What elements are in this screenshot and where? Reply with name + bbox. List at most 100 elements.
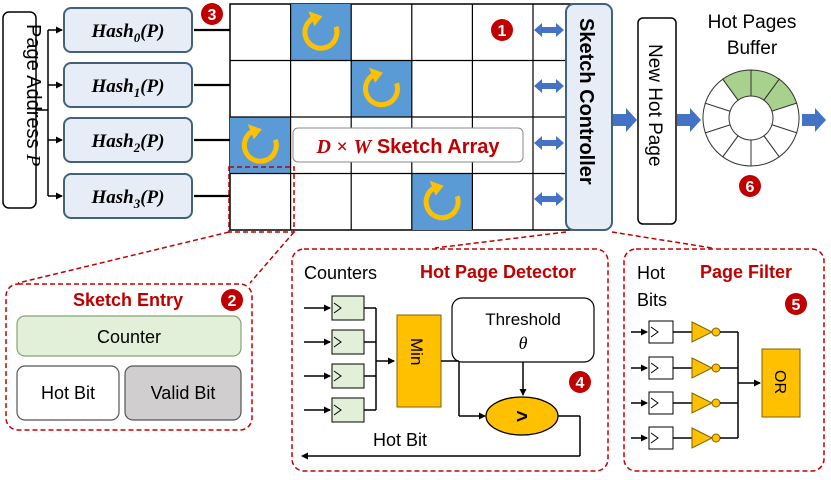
page-address-box: Page Address P [2, 11, 44, 209]
dashed-connectors [17, 166, 713, 284]
counter-clock-1 [333, 336, 342, 348]
hot-bits-label-1: Hot [637, 263, 665, 283]
detector-link [434, 231, 567, 249]
detector-hot-bit-label: Hot Bit [373, 430, 427, 450]
step-badge-b5-label: 5 [792, 297, 801, 314]
counter-field [16, 315, 242, 357]
hash-label-3: Hash3(P) [90, 187, 164, 211]
comparator-symbol: > [516, 406, 528, 428]
inverter-bubble-3 [711, 433, 721, 443]
hot-page-detector-title: Hot Page Detector [420, 262, 576, 282]
filter-inverter-rows [631, 320, 761, 450]
spinner-arc-0 [302, 14, 340, 51]
flow-arrow-buffer-out [802, 108, 826, 132]
sketch-entry-title: Sketch Entry [73, 290, 183, 310]
valid-bit-field-label: Valid Bit [151, 383, 216, 403]
counter-register-1 [331, 329, 365, 355]
counter-clock-3 [333, 404, 342, 416]
counter-register-0 [331, 295, 365, 321]
hot-cell-3 [411, 173, 473, 230]
comparator [485, 396, 559, 436]
hot-pages-ring-buffer [702, 69, 800, 167]
double-arrow-3 [534, 192, 564, 206]
hash-label-1: Hash1(P) [90, 76, 164, 100]
spinner-head-3 [429, 180, 444, 196]
step-badge-b2-label: 2 [228, 293, 237, 310]
step-badge-b5 [785, 293, 807, 315]
sketch-entry-link-right [249, 231, 295, 284]
spinner-arc-2 [241, 127, 279, 164]
min-unit-label: Min [407, 338, 426, 365]
hash-box-0 [63, 7, 193, 53]
grid-controller-links [534, 23, 564, 206]
detector-wires [301, 360, 581, 460]
hash-label-2: Hash2(P) [90, 131, 164, 155]
step-badge-b3 [201, 3, 223, 25]
sketch-array-label: D × W Sketch Array [316, 136, 501, 158]
inverter-bubble-0 [711, 327, 721, 337]
spinner-arc-3 [423, 184, 461, 221]
inverter-2 [691, 392, 714, 414]
hot-pages-buffer-title-2: Buffer [727, 38, 778, 59]
hash-box-1 [63, 62, 193, 108]
sketch-controller-box: Sketch Controller [565, 3, 613, 231]
filter-register-3 [648, 426, 674, 450]
page-filter-title: Page Filter [700, 262, 792, 282]
filter-clock-0 [650, 326, 659, 338]
hot-page-detector-panel: Counters Hot Page Detector Min Threshold… [291, 248, 609, 472]
counter-register-2 [331, 363, 365, 389]
step-badge-b1-label: 1 [498, 23, 507, 40]
hash-box-3 [63, 173, 193, 219]
step-badge-b4 [569, 371, 591, 393]
hot-pages-buffer-title-1: Hot Pages [708, 12, 797, 33]
inverter-bubble-1 [711, 363, 721, 373]
new-hot-page-label: New Hot Page [644, 44, 665, 167]
page-filter-panel: Hot Bits Page Filter OR [623, 248, 825, 472]
page-address-label: Page Address P [22, 24, 44, 166]
filter-link [611, 231, 713, 249]
counter-clock-0 [333, 302, 342, 314]
step-badge-b3-label: 3 [208, 7, 217, 24]
step-badge-b1 [491, 19, 513, 41]
filter-register-0 [648, 320, 674, 344]
threshold-theta: θ [519, 333, 528, 353]
or-gate [761, 348, 801, 418]
flow-arrow-newpage-to-buffer [677, 108, 701, 132]
step-badges: 1 2 3 4 5 6 [201, 3, 807, 393]
hot-bits-label-2: Bits [637, 290, 667, 310]
spinner-head-0 [308, 11, 323, 27]
flow-arrow-controller-to-newpage [613, 108, 637, 132]
detector-counter-registers [304, 295, 395, 423]
counters-label: Counters [304, 263, 377, 283]
sketch-entry-link-left [17, 231, 230, 284]
hot-bit-field-label: Hot Bit [41, 383, 95, 403]
address-fanout [36, 30, 49, 196]
inverter-0 [691, 321, 714, 343]
filter-clock-1 [650, 362, 659, 374]
filter-clock-3 [650, 432, 659, 444]
counter-register-3 [331, 397, 365, 423]
threshold-label: Threshold [485, 310, 561, 329]
sketch-entry-highlight [228, 166, 295, 233]
filter-clock-2 [650, 397, 659, 409]
step-badge-b6-label: 6 [746, 179, 755, 196]
or-gate-label: OR [771, 370, 788, 394]
hash-box-2 [63, 117, 193, 163]
sketch-array-grid [229, 3, 595, 231]
hash-label-0: Hash0(P) [90, 21, 164, 45]
inverter-1 [691, 357, 714, 379]
step-badge-b6 [739, 175, 761, 197]
double-arrow-1 [534, 79, 564, 93]
sketch-entry-panel: Sketch Entry Counter Hot Bit Valid Bit [5, 283, 253, 431]
hot-cell-0 [290, 4, 352, 61]
sketch-controller-label: Sketch Controller [575, 18, 597, 185]
sketch-array-label-box: D × W Sketch Array [292, 127, 524, 163]
valid-bit-field [124, 365, 242, 421]
new-hot-page-box: New Hot Page [637, 17, 677, 225]
spinner-arc-1 [363, 71, 400, 108]
step-badge-b4-label: 4 [576, 375, 585, 392]
hot-cell-1 [351, 60, 412, 117]
spinner-head-1 [369, 67, 384, 83]
double-arrow-2 [534, 136, 564, 150]
